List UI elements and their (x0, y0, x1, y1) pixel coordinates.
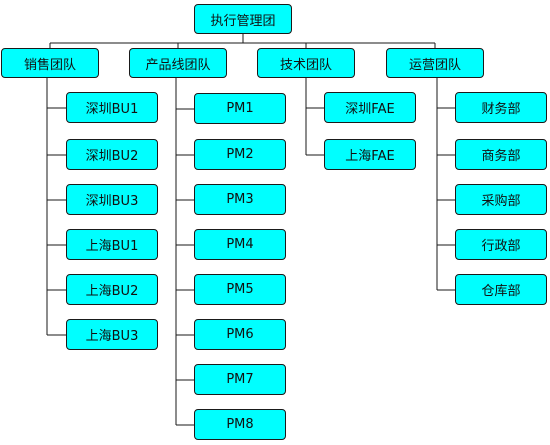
member-node: PM6 (194, 319, 286, 350)
member-node: PM2 (194, 139, 286, 170)
member-node: PM8 (194, 409, 286, 440)
root-node: 执行管理团 (194, 4, 292, 34)
member-node: 深圳FAE (324, 92, 416, 123)
member-node: 上海BU2 (66, 274, 158, 305)
member-node: PM5 (194, 274, 286, 305)
member-node: PM1 (194, 93, 286, 124)
member-node: 商务部 (455, 139, 547, 170)
member-node: 仓库部 (455, 274, 547, 305)
member-node: 上海BU3 (66, 319, 158, 350)
team-node-sales: 销售团队 (1, 48, 99, 78)
member-node: 深圳BU3 (66, 184, 158, 215)
team-node-operations: 运营团队 (386, 48, 484, 78)
member-node: 上海FAE (324, 139, 416, 170)
member-node: 上海BU1 (66, 229, 158, 260)
member-node: 采购部 (455, 184, 547, 215)
member-node: PM4 (194, 229, 286, 260)
member-node: 深圳BU2 (66, 139, 158, 170)
member-node: 深圳BU1 (66, 92, 158, 123)
member-node: 行政部 (455, 229, 547, 260)
team-node-product: 产品线团队 (129, 48, 227, 78)
member-node: 财务部 (455, 92, 547, 123)
team-node-tech: 技术团队 (257, 48, 355, 78)
member-node: PM3 (194, 184, 286, 215)
member-node: PM7 (194, 364, 286, 395)
